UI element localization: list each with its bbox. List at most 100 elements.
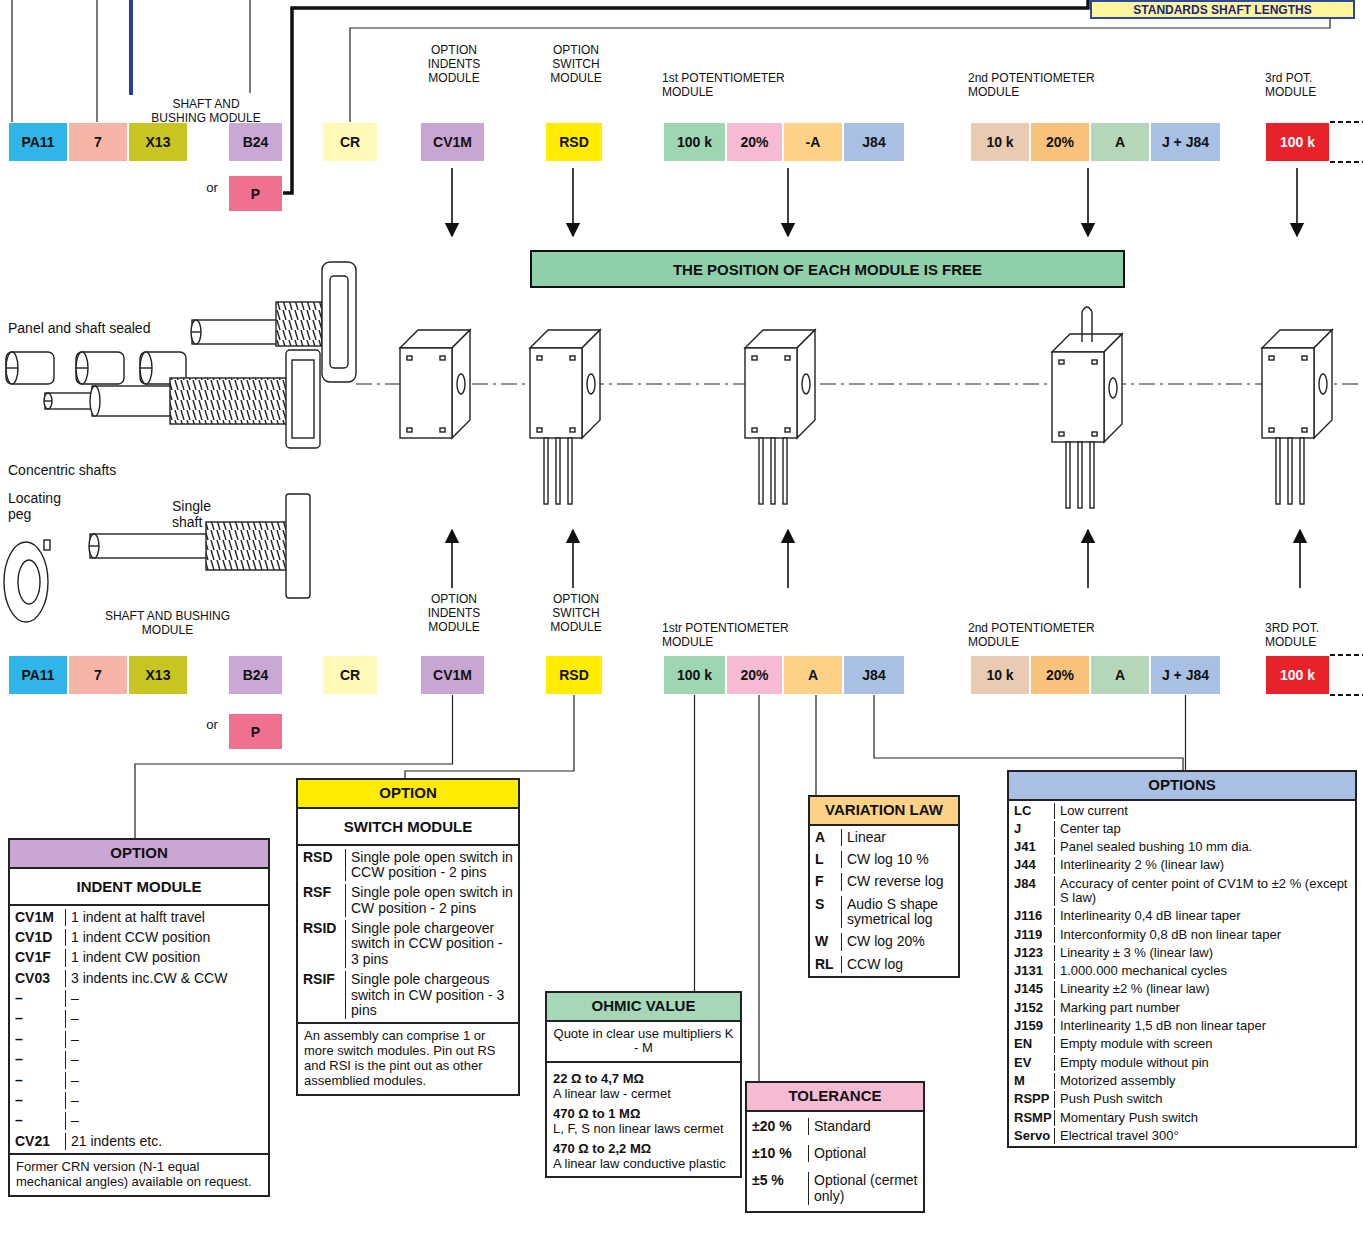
table-text: LC <box>1009 803 1055 819</box>
code-text: J + J84 <box>1162 134 1209 150</box>
table-text: Optional <box>809 1145 923 1162</box>
leader-line <box>694 695 695 991</box>
code-text: 10 k <box>986 134 1013 150</box>
module-heading: 2nd POTENTIOMETER MODULE <box>968 622 1108 650</box>
table-text: CV1M <box>10 909 66 926</box>
table-title: SWITCH MODULE <box>298 809 518 846</box>
leader-line <box>350 19 1330 122</box>
table-text: Single pole chargeover switch in CCW pos… <box>346 920 518 968</box>
table-text: Linearity ±2 % (linear law) <box>1055 981 1355 997</box>
table-text: CW log 20% <box>842 933 958 950</box>
table-text: An assembly can comprise 1 or more switc… <box>304 1029 512 1089</box>
illustration-caption: Single shaft <box>172 498 232 530</box>
module-heading: SHAFT AND BUSHING MODULE <box>90 610 245 638</box>
code-text: 100 k <box>677 667 712 683</box>
table-text: Empty module with screen <box>1055 1036 1355 1052</box>
table-text: THE POSITION OF EACH MODULE IS FREE <box>673 261 982 278</box>
table-text: J84 <box>1009 876 1055 907</box>
code-text: P <box>251 724 260 740</box>
code-box: PA11 <box>8 122 68 162</box>
option-table: OPTIONSLCLow currentJCenter tapJ41Panel … <box>1007 770 1357 1148</box>
table-text: RSID <box>298 920 346 968</box>
table-text: L, F, S non linear laws cermet <box>553 1122 734 1137</box>
code-box: J + J84 <box>1150 655 1221 695</box>
code-box: CV1M <box>420 122 485 162</box>
illustration-caption: Panel and shaft sealed <box>8 320 208 336</box>
code-box: P <box>228 713 283 750</box>
table-grid: LCLow currentJCenter tapJ41Panel sealed … <box>1009 801 1355 1147</box>
code-box: 20% <box>1030 122 1090 162</box>
code-text: CV1M <box>433 667 472 683</box>
table-text: – <box>10 1010 66 1027</box>
table-text: SWITCH MODULE <box>298 809 518 844</box>
option-table: OHMIC VALUEQuote in clear use multiplier… <box>545 991 742 1178</box>
table-text: J131 <box>1009 963 1055 979</box>
code-box: 20% <box>726 655 783 695</box>
leader-line <box>1185 695 1186 770</box>
table-text: – <box>10 1112 66 1129</box>
table-text: EV <box>1009 1055 1055 1071</box>
module-heading: or <box>200 181 224 196</box>
code-text: 100 k <box>1280 667 1315 683</box>
module-block <box>745 330 815 504</box>
code-box: B24 <box>228 122 283 162</box>
table-text: Servo <box>1009 1128 1055 1144</box>
table-text: Quote in clear use multipliers K - M <box>553 1027 734 1057</box>
code-text: B24 <box>243 134 269 150</box>
code-box: PA11 <box>8 655 68 695</box>
code-box: 20% <box>1030 655 1090 695</box>
table-text: F <box>810 873 842 890</box>
table-text: W <box>810 933 842 950</box>
table-text: – <box>66 990 268 1007</box>
table-text: 1 indent CCW position <box>66 929 268 946</box>
table-text: Linear <box>842 829 958 846</box>
table-text: CW log 10 % <box>842 851 958 868</box>
table-text: Center tap <box>1055 821 1355 837</box>
leader-line <box>405 695 574 778</box>
table-header: TOLERANCE <box>747 1083 923 1112</box>
table-text: J159 <box>1009 1018 1055 1034</box>
code-text: J84 <box>862 667 885 683</box>
table-text: – <box>10 990 66 1007</box>
code-text: 10 k <box>986 667 1013 683</box>
banner-box: THE POSITION OF EACH MODULE IS FREE <box>530 250 1125 288</box>
table-text: Single pole chargeous switch in CW posit… <box>346 971 518 1019</box>
table-text: Motorized assembly <box>1055 1073 1355 1089</box>
module-heading: OPTION SWITCH MODULE <box>540 44 612 85</box>
table-header: VARIATION LAW <box>810 797 958 826</box>
table-text: Single pole open switch in CCW position … <box>346 849 518 882</box>
illustration-caption: Locating peg <box>8 490 72 522</box>
code-box: 10 k <box>970 122 1030 162</box>
table-text: J152 <box>1009 1000 1055 1016</box>
table-text: – <box>66 1112 268 1129</box>
code-text: PA11 <box>21 134 54 150</box>
table-text: EN <box>1009 1036 1055 1052</box>
code-text: 7 <box>94 667 102 683</box>
module-block <box>530 330 600 504</box>
code-box: RSD <box>545 655 603 695</box>
module-heading: 2nd POTENTIOMETER MODULE <box>968 72 1108 100</box>
code-text: PA11 <box>21 667 54 683</box>
code-text: RSD <box>559 134 589 150</box>
leader-line <box>874 695 1183 770</box>
table-text: 1.000.000 mechanical cycles <box>1055 963 1355 979</box>
table-text: J41 <box>1009 839 1055 855</box>
axis-line <box>356 383 1363 384</box>
code-text: A <box>1115 134 1125 150</box>
table-text: Former CRN version (N-1 equal mechanical… <box>16 1160 262 1190</box>
code-box: A <box>783 655 843 695</box>
table-text: Linearity ± 3 % (linear law) <box>1055 945 1355 961</box>
table-grid: ALinearLCW log 10 %FCW reverse logSAudio… <box>810 826 958 977</box>
table-text: A <box>810 829 842 846</box>
table-text: Interlinearity 2 % (linear law) <box>1055 857 1355 873</box>
table-text: RSIF <box>298 971 346 1019</box>
module-arrows <box>452 168 1300 588</box>
code-box: 100 k <box>1265 655 1330 695</box>
table-text: Panel sealed bushing 10 mm dia. <box>1055 839 1355 855</box>
table-text: 22 Ω to 4,7 MΩ <box>553 1072 734 1087</box>
code-box: CV1M <box>420 655 485 695</box>
table-text: INDENT MODULE <box>10 869 268 904</box>
code-text: P <box>251 186 260 202</box>
table-text: – <box>10 1092 66 1109</box>
